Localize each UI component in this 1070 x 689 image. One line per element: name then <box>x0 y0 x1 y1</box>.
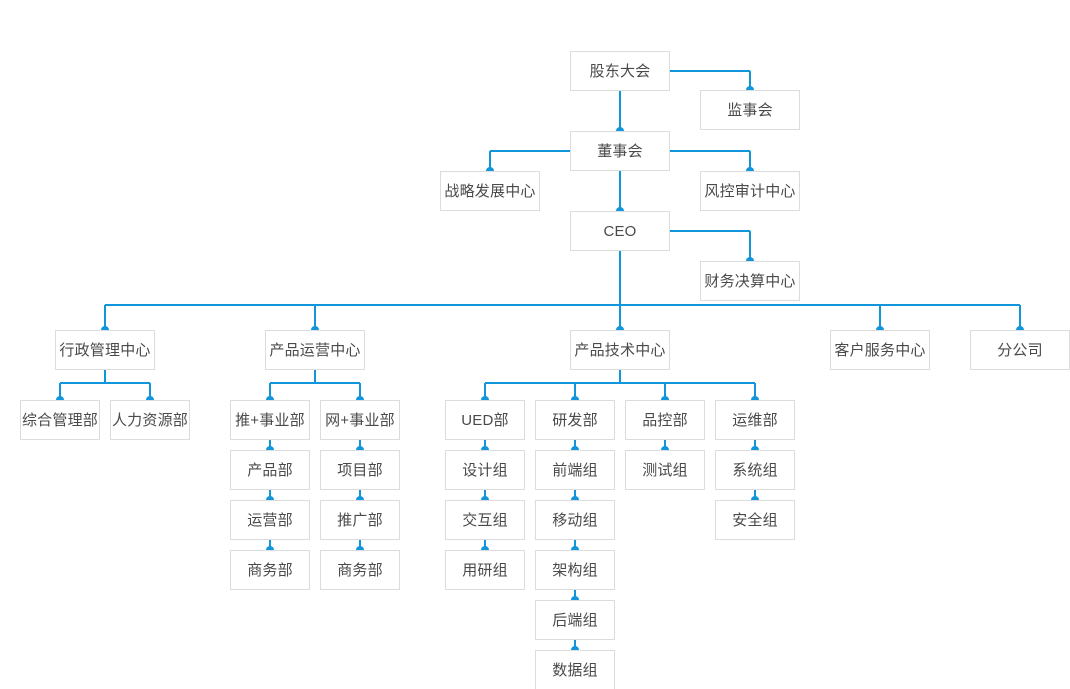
org-node-label: UED部 <box>461 411 509 429</box>
org-node-data-group[interactable]: 数据组 <box>535 650 615 689</box>
org-node-ceo[interactable]: CEO <box>570 211 670 251</box>
org-node-label: 测试组 <box>642 461 688 479</box>
org-node-frontend-group[interactable]: 前端组 <box>535 450 615 490</box>
org-node-label: 风控审计中心 <box>704 182 796 200</box>
org-node-label: 运营部 <box>247 511 293 529</box>
org-node-label: 监事会 <box>727 101 773 119</box>
org-node-service-center[interactable]: 客户服务中心 <box>830 330 930 370</box>
org-node-ued-dept[interactable]: UED部 <box>445 400 525 440</box>
org-node-rd-dept[interactable]: 研发部 <box>535 400 615 440</box>
org-node-label: 产品运营中心 <box>269 341 361 359</box>
org-node-label: 客户服务中心 <box>834 341 926 359</box>
org-node-label: 综合管理部 <box>21 411 98 429</box>
org-node-shareholders[interactable]: 股东大会 <box>570 51 670 91</box>
org-node-label: 品控部 <box>642 411 688 429</box>
org-node-label: 数据组 <box>552 661 598 679</box>
org-node-label: 研发部 <box>552 411 598 429</box>
org-node-label: 战略发展中心 <box>444 182 536 200</box>
org-node-branch[interactable]: 分公司 <box>970 330 1070 370</box>
org-node-risk-audit-center[interactable]: 风控审计中心 <box>700 171 800 211</box>
org-node-label: 后端组 <box>552 611 598 629</box>
org-node-label: 股东大会 <box>589 62 651 80</box>
org-node-wang-bu[interactable]: 网+事业部 <box>320 400 400 440</box>
org-node-ops-center[interactable]: 产品运营中心 <box>265 330 365 370</box>
org-node-test-group[interactable]: 测试组 <box>625 450 705 490</box>
org-node-label: 推+事业部 <box>235 411 305 429</box>
org-node-label: 项目部 <box>337 461 383 479</box>
org-node-research-group[interactable]: 用研组 <box>445 550 525 590</box>
org-node-business-dept-2[interactable]: 商务部 <box>320 550 400 590</box>
org-node-label: 分公司 <box>997 341 1043 359</box>
org-node-label: 行政管理中心 <box>59 341 151 359</box>
org-node-product-dept[interactable]: 产品部 <box>230 450 310 490</box>
org-node-project-dept[interactable]: 项目部 <box>320 450 400 490</box>
org-node-label: 人力资源部 <box>111 411 188 429</box>
org-node-label: 产品技术中心 <box>574 341 666 359</box>
org-node-label: 网+事业部 <box>325 411 395 429</box>
org-node-label: CEO <box>603 222 637 240</box>
org-node-hr[interactable]: 人力资源部 <box>110 400 190 440</box>
org-node-label: 前端组 <box>552 461 598 479</box>
org-node-tech-center[interactable]: 产品技术中心 <box>570 330 670 370</box>
org-node-label: 运维部 <box>732 411 778 429</box>
org-node-design-group[interactable]: 设计组 <box>445 450 525 490</box>
org-node-board[interactable]: 董事会 <box>570 131 670 171</box>
org-node-admin-center[interactable]: 行政管理中心 <box>55 330 155 370</box>
org-node-label: 推广部 <box>337 511 383 529</box>
org-node-label: 系统组 <box>732 461 778 479</box>
org-node-finance-center[interactable]: 财务决算中心 <box>700 261 800 301</box>
org-node-label: 架构组 <box>552 561 598 579</box>
org-node-label: 移动组 <box>552 511 598 529</box>
org-node-architecture-group[interactable]: 架构组 <box>535 550 615 590</box>
org-node-label: 产品部 <box>247 461 293 479</box>
org-node-label: 商务部 <box>247 561 293 579</box>
org-node-mobile-group[interactable]: 移动组 <box>535 500 615 540</box>
org-node-operation-dept[interactable]: 运营部 <box>230 500 310 540</box>
org-node-general-admin[interactable]: 综合管理部 <box>20 400 100 440</box>
org-node-business-dept-1[interactable]: 商务部 <box>230 550 310 590</box>
org-node-label: 财务决算中心 <box>704 272 796 290</box>
org-node-label: 设计组 <box>462 461 508 479</box>
org-node-strategy-center[interactable]: 战略发展中心 <box>440 171 540 211</box>
org-node-label: 交互组 <box>462 511 508 529</box>
org-node-tui-bu[interactable]: 推+事业部 <box>230 400 310 440</box>
org-node-supervisors[interactable]: 监事会 <box>700 90 800 130</box>
org-node-system-group[interactable]: 系统组 <box>715 450 795 490</box>
org-node-label: 商务部 <box>337 561 383 579</box>
org-node-label: 董事会 <box>597 142 643 160</box>
org-node-security-group[interactable]: 安全组 <box>715 500 795 540</box>
org-node-backend-group[interactable]: 后端组 <box>535 600 615 640</box>
org-node-label: 用研组 <box>462 561 508 579</box>
org-node-interaction-group[interactable]: 交互组 <box>445 500 525 540</box>
org-node-promotion-dept[interactable]: 推广部 <box>320 500 400 540</box>
org-node-ops-dept[interactable]: 运维部 <box>715 400 795 440</box>
org-node-label: 安全组 <box>732 511 778 529</box>
org-node-qa-dept[interactable]: 品控部 <box>625 400 705 440</box>
